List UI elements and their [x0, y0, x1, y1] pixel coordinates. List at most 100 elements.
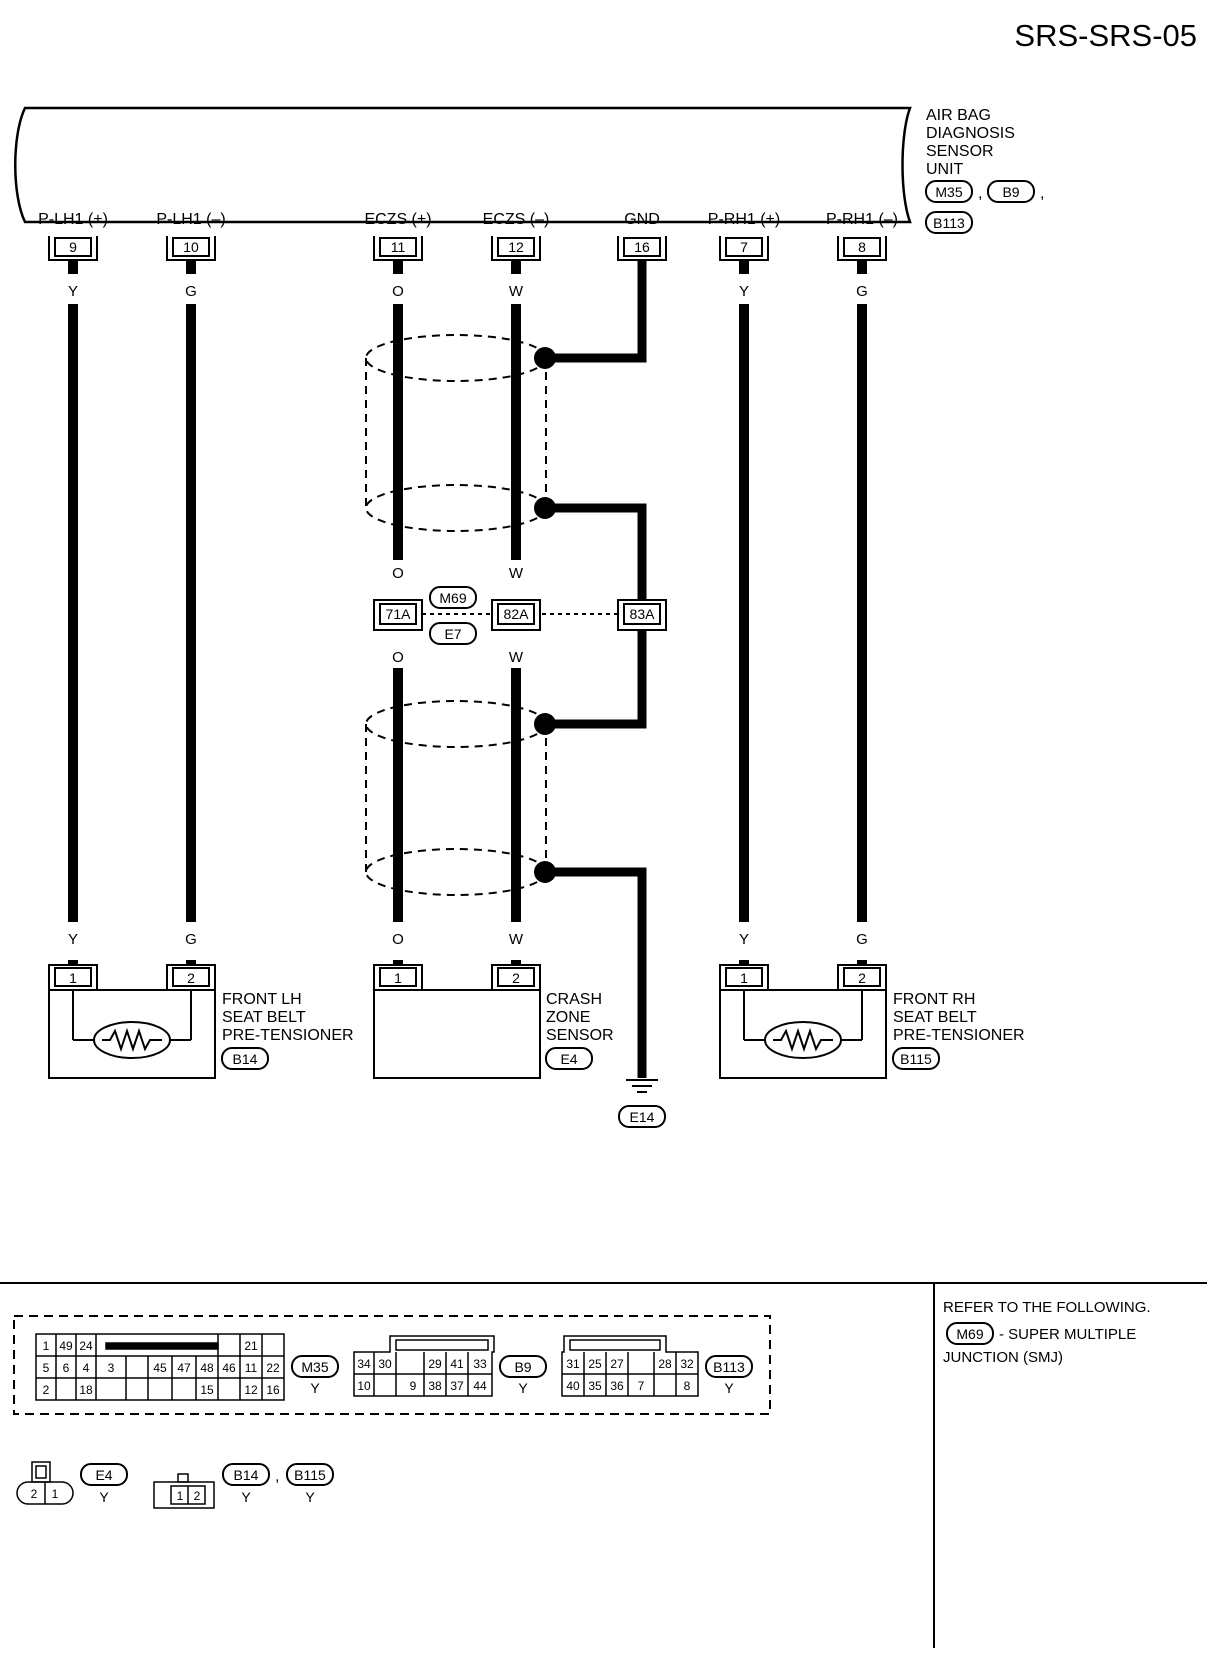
svg-text:45: 45	[153, 1361, 167, 1375]
svg-text:31: 31	[566, 1357, 580, 1371]
wire-color-y: Y	[68, 931, 78, 948]
svg-text:2: 2	[31, 1487, 38, 1501]
pin-2: 2	[512, 970, 520, 986]
pin-12: 12	[508, 239, 524, 255]
component-label: CRASH	[546, 991, 602, 1008]
unit-label: AIR BAG DIAGNOSIS SENSOR UNIT	[926, 107, 1015, 178]
junction-connector: 71A 82A 83A M69 E7	[373, 586, 667, 645]
terminal-eczs-plus: ECZS (+)	[364, 211, 431, 228]
svg-text:6: 6	[63, 1361, 70, 1375]
wire-color-w: W	[509, 931, 524, 948]
wire-color-g: G	[185, 931, 197, 948]
face-tag-e4: E4	[95, 1467, 112, 1483]
connector-face-e4	[16, 1461, 74, 1505]
wire-color-y: Y	[739, 931, 749, 948]
note-tag-m69: M69	[956, 1326, 983, 1342]
pin-1: 1	[740, 970, 748, 986]
junction-tag-e7: E7	[444, 626, 461, 642]
note-text-1: - SUPER MULTIPLE	[999, 1326, 1136, 1343]
unit-pin-numbers: 9 10 11 12 16 7 8	[69, 239, 866, 255]
pin-1: 1	[69, 970, 77, 986]
svg-text:44: 44	[473, 1379, 487, 1393]
junction-pin-83a: 83A	[630, 606, 656, 622]
component-label: SENSOR	[546, 1027, 614, 1044]
face-color-b113: Y	[724, 1380, 734, 1396]
terminal-p-lh1-minus: P-LH1 (–)	[156, 211, 225, 228]
tag-b14: B14	[233, 1051, 258, 1067]
svg-text:7: 7	[638, 1379, 645, 1393]
ground-symbol	[618, 1079, 666, 1128]
face-tag-b9: B9	[514, 1359, 531, 1375]
svg-text:32: 32	[680, 1357, 694, 1371]
terminal-gnd: GND	[624, 211, 660, 228]
component-label: SEAT BELT	[893, 1009, 977, 1026]
svg-text:40: 40	[566, 1379, 580, 1393]
face-color-b14: Y	[241, 1489, 251, 1505]
front-lh-pretensioner: 1 2 FRONT LH SEAT BELT PRE-TENSIONER B14	[48, 960, 354, 1079]
svg-text:35: 35	[588, 1379, 602, 1393]
face-tag-m35: M35	[301, 1359, 328, 1375]
wire-color-o: O	[392, 283, 404, 300]
component-label: PRE-TENSIONER	[893, 1027, 1025, 1044]
note-text-2: JUNCTION (SMJ)	[943, 1349, 1063, 1366]
terminal-labels: P-LH1 (+) P-LH1 (–) ECZS (+) ECZS (–) GN…	[38, 211, 898, 228]
wire-color-w: W	[509, 283, 524, 300]
svg-text:49: 49	[59, 1339, 73, 1353]
pin-8: 8	[858, 239, 866, 255]
svg-text:48: 48	[200, 1361, 214, 1375]
terminal-p-rh1-plus: P-RH1 (+)	[708, 211, 780, 228]
page-id: SRS-SRS-05	[1014, 18, 1197, 53]
svg-text:15: 15	[200, 1383, 214, 1397]
junction-pin-82a: 82A	[504, 606, 530, 622]
component-label: ZONE	[546, 1009, 590, 1026]
connector-face-m35	[35, 1333, 285, 1401]
tag-b9: B9	[1002, 184, 1019, 200]
svg-text:SENSOR: SENSOR	[926, 143, 994, 160]
svg-text:29: 29	[428, 1357, 442, 1371]
component-label: FRONT LH	[222, 991, 302, 1008]
svg-text:46: 46	[222, 1361, 236, 1375]
wire-color-y: Y	[739, 283, 749, 300]
wire-color-w: W	[509, 649, 524, 666]
terminal-p-lh1-plus: P-LH1 (+)	[38, 211, 108, 228]
tag-m35: M35	[935, 184, 962, 200]
wire-color-o: O	[392, 931, 404, 948]
wire-color-g: G	[856, 283, 868, 300]
reference-note: REFER TO THE FOLLOWING. M69 - SUPER MULT…	[943, 1299, 1151, 1366]
connector-face-frame	[13, 1315, 771, 1415]
svg-text:2: 2	[43, 1383, 50, 1397]
unit-connector-tags: M35 , B9 , B113	[925, 180, 1044, 234]
face-tag-b113: B113	[713, 1359, 745, 1375]
svg-text:5: 5	[43, 1361, 50, 1375]
pin-1: 1	[394, 970, 402, 986]
svg-text:,: ,	[275, 1468, 279, 1485]
svg-text:18: 18	[79, 1383, 93, 1397]
tag-e4: E4	[560, 1051, 577, 1067]
wire-color-g: G	[856, 931, 868, 948]
component-label: SEAT BELT	[222, 1009, 306, 1026]
face-color-e4: Y	[99, 1489, 109, 1505]
svg-text:3: 3	[108, 1361, 115, 1375]
wire-color-g: G	[185, 283, 197, 300]
face-color-b9: Y	[518, 1380, 528, 1396]
svg-text:11: 11	[245, 1361, 258, 1375]
pin-16: 16	[634, 239, 650, 255]
svg-text:,: ,	[1040, 185, 1044, 202]
svg-text:37: 37	[450, 1379, 464, 1393]
svg-text:41: 41	[450, 1357, 464, 1371]
svg-text:33: 33	[473, 1357, 487, 1371]
wire-color-o: O	[392, 565, 404, 582]
svg-text:21: 21	[244, 1339, 258, 1353]
note-header: REFER TO THE FOLLOWING.	[943, 1299, 1151, 1316]
svg-text:4: 4	[83, 1361, 90, 1375]
svg-text:36: 36	[610, 1379, 624, 1393]
svg-text:8: 8	[684, 1379, 691, 1393]
crash-zone-sensor: 1 2 CRASH ZONE SENSOR E4	[373, 960, 614, 1079]
wire-color-labels: Y G O W Y G O W O W Y G O W Y G	[68, 283, 868, 948]
svg-text:1: 1	[52, 1487, 59, 1501]
face-color-m35: Y	[310, 1380, 320, 1396]
pin-7: 7	[740, 239, 748, 255]
svg-text:22: 22	[266, 1361, 280, 1375]
junction-tag-m69: M69	[439, 590, 466, 606]
